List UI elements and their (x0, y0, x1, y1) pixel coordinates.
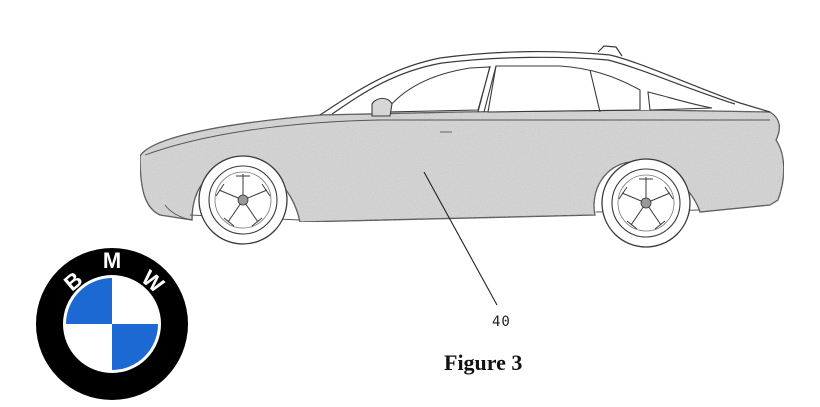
figure-caption: Figure 3 (444, 350, 523, 375)
bmw-logo: B M W (32, 244, 192, 404)
car-windows (383, 65, 713, 113)
reference-numeral: 40 (492, 314, 511, 330)
car-roof (319, 45, 771, 116)
rear-wheel (601, 158, 691, 248)
logo-letter-m: M (103, 248, 121, 273)
leader-line (423, 171, 498, 306)
side-mirror (371, 97, 393, 117)
front-wheel (198, 155, 288, 245)
